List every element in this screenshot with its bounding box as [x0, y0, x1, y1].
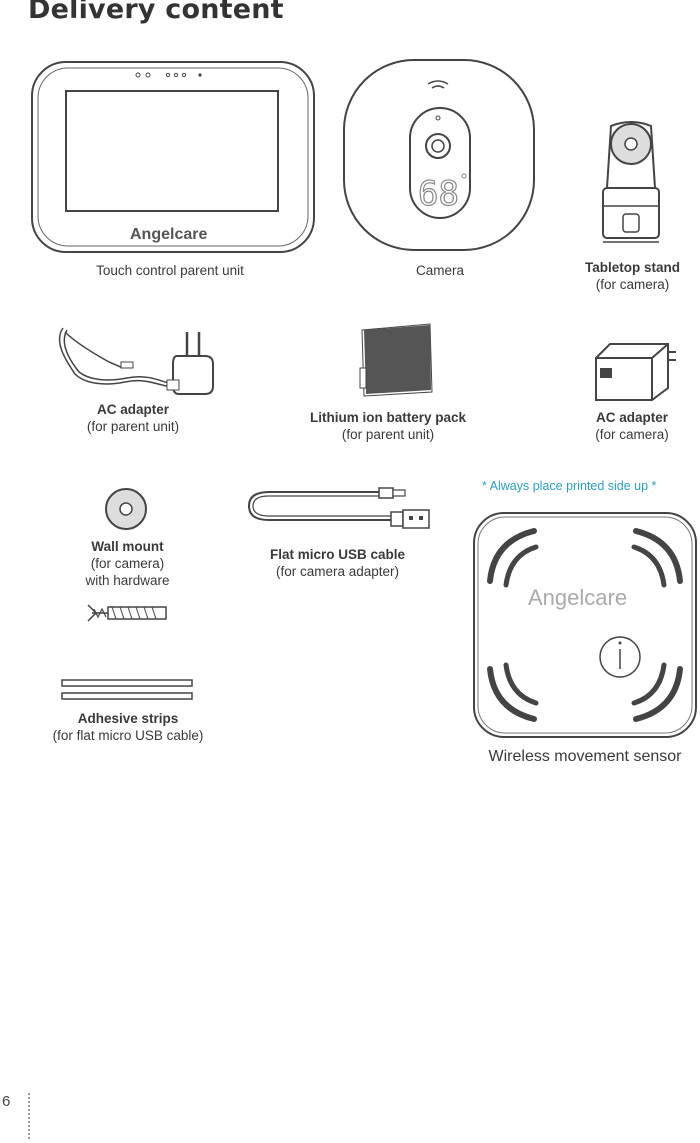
adhesive-strips-label: Adhesive strips (for flat micro USB cabl…	[52, 711, 204, 743]
ac-adapter-parent-illustration	[58, 327, 214, 395]
page-title: Delivery content	[28, 0, 284, 25]
wall-hardware-illustration	[87, 604, 167, 622]
sensor-note: * Always place printed side up *	[482, 479, 657, 493]
wall-mount-illustration	[105, 488, 147, 530]
tabletop-stand-illustration	[602, 121, 660, 243]
sensor-illustration: Angelcare	[473, 512, 697, 738]
tabletop-stand-label: Tabletop stand (for camera)	[584, 260, 680, 292]
ac-adapter-camera-illustration	[595, 343, 676, 401]
ac-adapter-parent-label: AC adapter (for parent unit)	[86, 402, 180, 434]
battery-pack-illustration	[359, 323, 433, 397]
usb-cable-label: Flat micro USB cable (for camera adapter…	[269, 547, 406, 579]
battery-pack-label: Lithium ion battery pack (for parent uni…	[309, 410, 467, 442]
sensor-logo: Angelcare	[528, 585, 627, 610]
adhesive-strips-illustration	[61, 679, 193, 700]
sensor-label: Wireless movement sensor	[488, 748, 682, 765]
camera-illustration: 68	[343, 59, 535, 251]
page-divider	[28, 1093, 30, 1139]
camera-display: 68	[418, 174, 459, 214]
parent-unit-label: Touch control parent unit	[96, 263, 244, 278]
camera-label: Camera	[415, 263, 464, 278]
usb-cable-illustration	[247, 487, 430, 529]
ac-adapter-camera-label: AC adapter (for camera)	[595, 410, 669, 442]
wall-mount-label: Wall mount (for camera) with hardware	[85, 539, 170, 588]
parent-unit-logo: Angelcare	[130, 226, 207, 243]
parent-unit-illustration: Angelcare	[31, 61, 315, 253]
page-number: 6	[2, 1093, 11, 1110]
